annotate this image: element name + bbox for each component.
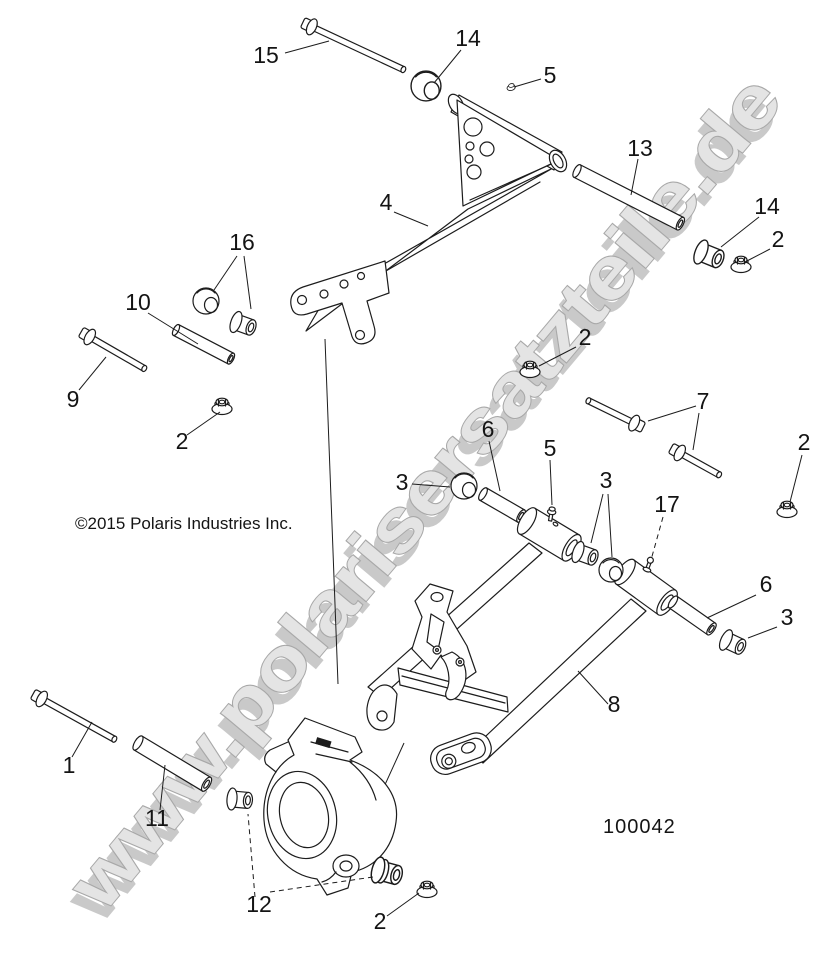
callout-17: 17 — [654, 491, 680, 517]
tube-11 — [132, 735, 213, 792]
callout-7: 7 — [697, 388, 710, 414]
copyright-text: ©2015 Polaris Industries Inc. — [75, 514, 293, 533]
bolt-9 — [78, 327, 148, 373]
knuckle — [263, 717, 398, 896]
callout-labels: 15 14 5 13 14 2 4 16 10 9 2 2 6 3 5 3 7 … — [63, 25, 811, 934]
callout-8: 8 — [608, 691, 621, 717]
flange-bushing-3-right — [718, 629, 747, 655]
tube-6-right — [667, 595, 717, 636]
callout-6-left: 6 — [482, 416, 495, 442]
flange-nut-2-left — [211, 397, 233, 416]
callout-14-right: 14 — [754, 193, 780, 219]
screw-5-top — [506, 83, 516, 92]
callout-1: 1 — [63, 752, 76, 778]
flange-nut-2-right — [776, 500, 798, 519]
grease-fitting-17 — [642, 556, 654, 573]
callout-10: 10 — [125, 289, 151, 315]
cup-bushing-3-middle — [598, 557, 624, 583]
screw-5-middle — [546, 506, 557, 522]
callout-15: 15 — [253, 42, 279, 68]
flange-nut-2-middle — [519, 360, 541, 379]
callout-9: 9 — [67, 386, 80, 412]
callout-14-top: 14 — [455, 25, 481, 51]
leader-lines — [71, 40, 803, 917]
callout-3-middle: 3 — [600, 467, 613, 493]
bolt-7-lower — [668, 443, 723, 479]
bolt-15 — [300, 17, 407, 74]
flange-bushing-12-bottom — [370, 856, 404, 886]
callout-2-right: 2 — [798, 429, 811, 455]
watermark-text: www.polarisersatzteile.de — [51, 59, 797, 925]
callout-5-top: 5 — [544, 62, 557, 88]
upper-control-arm — [290, 93, 568, 345]
callout-4: 4 — [380, 189, 393, 215]
flange-bushing-12-left — [226, 787, 254, 811]
callout-11: 11 — [145, 805, 169, 831]
frame-bracket — [366, 583, 509, 731]
cup-bushing-14-top — [410, 70, 442, 102]
flange-nut-2-right-top — [730, 255, 752, 274]
callout-3-left: 3 — [396, 469, 409, 495]
flange-bushing-14-right — [693, 239, 725, 269]
callout-2-middle: 2 — [579, 324, 592, 350]
bolt-7-upper — [585, 397, 646, 433]
callout-12: 12 — [246, 891, 272, 917]
callout-2-right-top: 2 — [772, 226, 785, 252]
callout-16: 16 — [229, 229, 255, 255]
lower-control-arm — [367, 507, 678, 776]
cup-bushing-16 — [192, 287, 220, 315]
callout-2-bottom: 2 — [374, 908, 387, 934]
tube-6-left — [478, 487, 527, 523]
bolt-1 — [30, 689, 118, 743]
cup-bushing-3-left — [450, 472, 478, 500]
callout-2-left: 2 — [176, 428, 189, 454]
tube-10 — [171, 323, 236, 365]
callout-6-right: 6 — [760, 571, 773, 597]
callout-13: 13 — [627, 135, 653, 161]
callout-5-middle: 5 — [544, 435, 557, 461]
part-number: 100042 — [603, 816, 676, 838]
flange-nut-2-bottom — [416, 880, 438, 899]
flange-bushing-3-middle — [571, 540, 599, 566]
callout-3-right: 3 — [781, 604, 794, 630]
flange-bushing-16 — [229, 310, 257, 336]
